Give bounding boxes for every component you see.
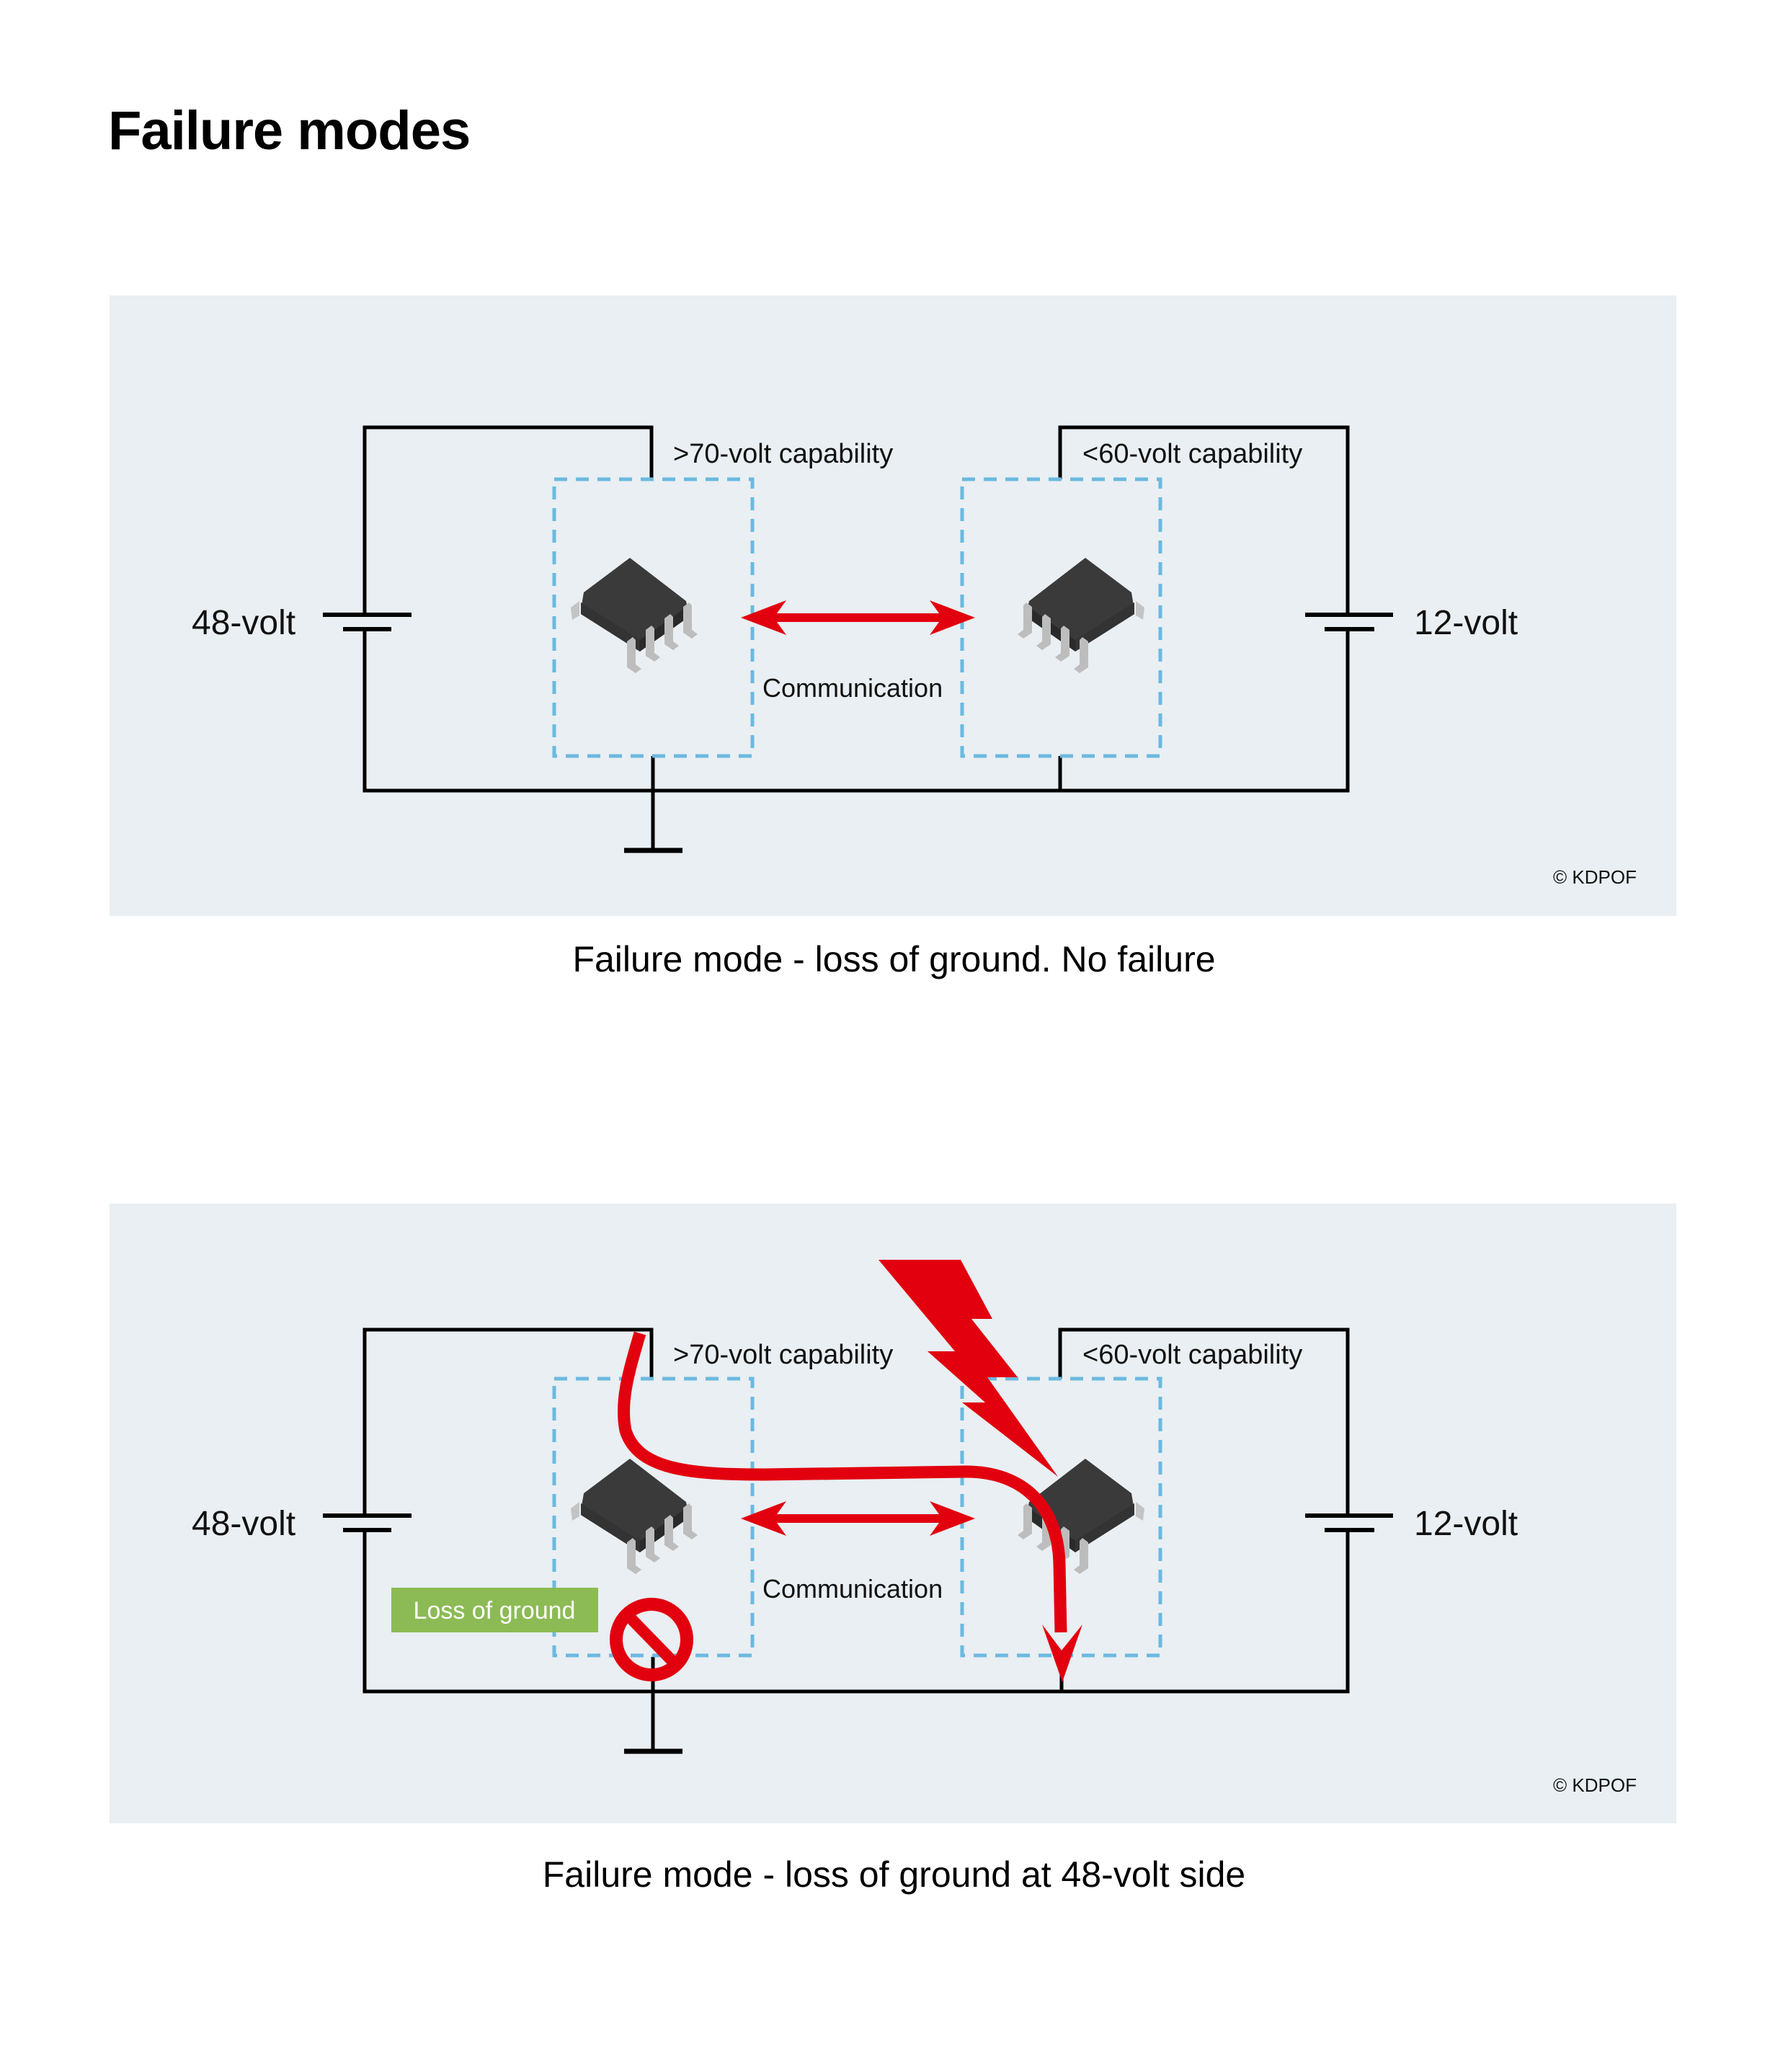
fault-current-path bbox=[618, 1331, 1067, 1633]
battery-12v-icon bbox=[1305, 1513, 1393, 1532]
battery-12v-icon bbox=[1305, 613, 1393, 631]
left-battery-label: 48-volt bbox=[192, 1505, 295, 1543]
page-title: Failure modes bbox=[108, 100, 471, 161]
circuit-wires bbox=[363, 425, 1350, 850]
communication-arrow-icon bbox=[741, 1501, 975, 1536]
diagram-caption: Failure mode - loss of ground. No failur… bbox=[572, 939, 1216, 979]
loss-of-ground-badge bbox=[391, 1588, 598, 1632]
diagram-loss-of-ground: Loss of ground 48-volt 12-volt >70-volt … bbox=[110, 1204, 1676, 1823]
copyright-label: © KDPOF bbox=[1553, 1774, 1637, 1796]
diagram-caption: Failure mode - loss of ground at 48-volt… bbox=[542, 1854, 1246, 1895]
right-battery-label: 12-volt bbox=[1414, 1505, 1518, 1543]
left-device-capability-label: >70-volt capability bbox=[673, 1340, 893, 1370]
no-entry-icon bbox=[610, 1598, 693, 1681]
lightning-bolt-icon bbox=[879, 1260, 1058, 1477]
battery-48v-icon bbox=[323, 1513, 412, 1532]
diagram-panel bbox=[110, 295, 1676, 916]
left-device-capability-label: >70-volt capability bbox=[673, 439, 893, 469]
battery-48v-icon bbox=[323, 613, 412, 631]
copyright-label: © KDPOF bbox=[1553, 866, 1637, 888]
loss-of-ground-label: Loss of ground bbox=[414, 1597, 576, 1624]
communication-label: Communication bbox=[762, 673, 943, 703]
right-device-capability-label: <60-volt capability bbox=[1082, 1340, 1302, 1370]
diagram-no-failure: 48-volt 12-volt >70-volt capability <60-… bbox=[110, 295, 1676, 916]
right-battery-label: 12-volt bbox=[1414, 604, 1518, 642]
right-device-capability-label: <60-volt capability bbox=[1082, 439, 1302, 469]
fault-current-arrowhead-icon bbox=[1042, 1624, 1082, 1682]
circuit-wires bbox=[363, 1328, 1350, 1751]
communication-arrow-icon bbox=[741, 600, 975, 635]
communication-label: Communication bbox=[762, 1574, 943, 1604]
left-battery-label: 48-volt bbox=[192, 604, 295, 642]
